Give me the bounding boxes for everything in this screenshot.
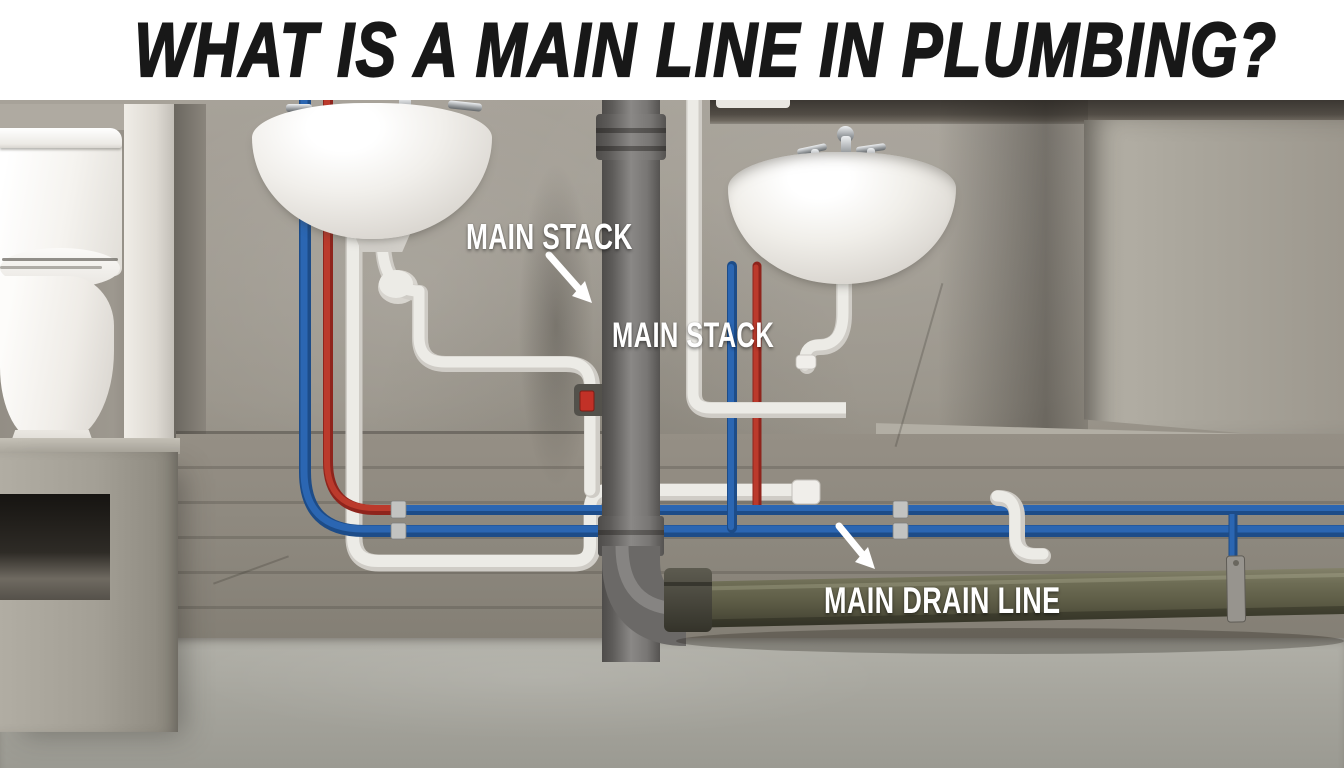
page-title: WHAT IS A MAIN LINE IN PLUMBING? <box>134 7 1278 94</box>
faucet-handle <box>286 104 312 112</box>
toilet-bowl <box>0 276 114 442</box>
pvc-s-fixture <box>990 490 1051 564</box>
shelf-object <box>716 100 790 108</box>
concrete-pillar <box>124 104 174 456</box>
corner-shadow <box>938 100 1088 448</box>
right-concrete-pier <box>1084 120 1344 442</box>
main-stack-pipe <box>596 100 688 662</box>
pipe-couplings <box>390 500 909 540</box>
left-ledge <box>0 438 180 454</box>
arrow-main-stack <box>545 251 592 303</box>
hot-water-pipe <box>323 100 762 515</box>
plumbing-illustration: MAIN STACK MAIN STACK MAIN DRAIN LINE <box>0 100 1344 768</box>
alcove-corner-shadow <box>174 104 206 454</box>
alcove-top-strip <box>0 104 126 130</box>
block-niche <box>0 494 110 600</box>
toilet-seat-seam <box>2 258 118 261</box>
concrete-floor <box>0 638 1344 768</box>
arrow-main-drain <box>835 522 875 569</box>
title-bar: WHAT IS A MAIN LINE IN PLUMBING? <box>0 0 1344 100</box>
main-drain-pipe <box>664 555 1344 654</box>
pvc-vent-pipe <box>686 100 846 418</box>
sink2-trap-pipe <box>795 236 852 374</box>
toilet-seat-seam <box>0 266 102 269</box>
stack-fitting-valve <box>574 384 610 416</box>
cold-water-pipe <box>299 100 1344 582</box>
sink1-trap-pipe <box>371 186 600 498</box>
pipe-network <box>299 100 1344 662</box>
faucet-spout <box>841 136 851 164</box>
toilet-tank-lid <box>0 128 122 148</box>
wall-seam <box>176 431 646 434</box>
